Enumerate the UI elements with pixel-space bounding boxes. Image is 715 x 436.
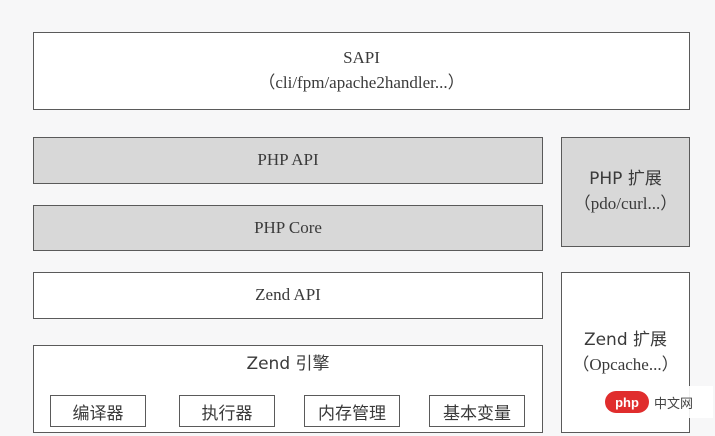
php-logo-icon: php [605,391,649,413]
php-api-label: PHP API [257,150,319,170]
zend-engine-title: Zend 引擎 [246,354,330,374]
component-compiler-label: 编译器 [72,403,124,424]
php-core-label: PHP Core [254,217,322,237]
php-extension-box: PHP 扩展 （pdo/curl...） [561,137,690,247]
component-basic-variables: 基本变量 [429,395,525,427]
sapi-layer: SAPI （cli/fpm/apache2handler...） [33,32,690,110]
component-memory-management-label: 内存管理 [318,403,386,424]
php-extension-title: PHP 扩展 [589,169,662,190]
component-executor: 执行器 [179,395,275,427]
watermark-text: 中文网 [654,395,694,411]
zend-extension-title: Zend 扩展 [583,329,668,350]
component-compiler: 编译器 [50,395,146,427]
sapi-subtitle: （cli/fpm/apache2handler...） [258,73,465,92]
zend-api-label: Zend API [255,285,321,305]
component-basic-variables-label: 基本变量 [443,403,511,424]
component-executor-label: 执行器 [201,403,253,424]
zend-api-layer: Zend API [33,272,543,319]
component-memory-management: 内存管理 [304,395,400,427]
zend-extension-subtitle: （Opcache...） [572,354,679,374]
php-extension-subtitle: （pdo/curl...） [573,194,678,213]
php-core-layer: PHP Core [33,205,543,251]
sapi-title: SAPI [343,48,380,68]
watermark: php 中文网 [605,386,713,418]
php-api-layer: PHP API [33,137,543,184]
